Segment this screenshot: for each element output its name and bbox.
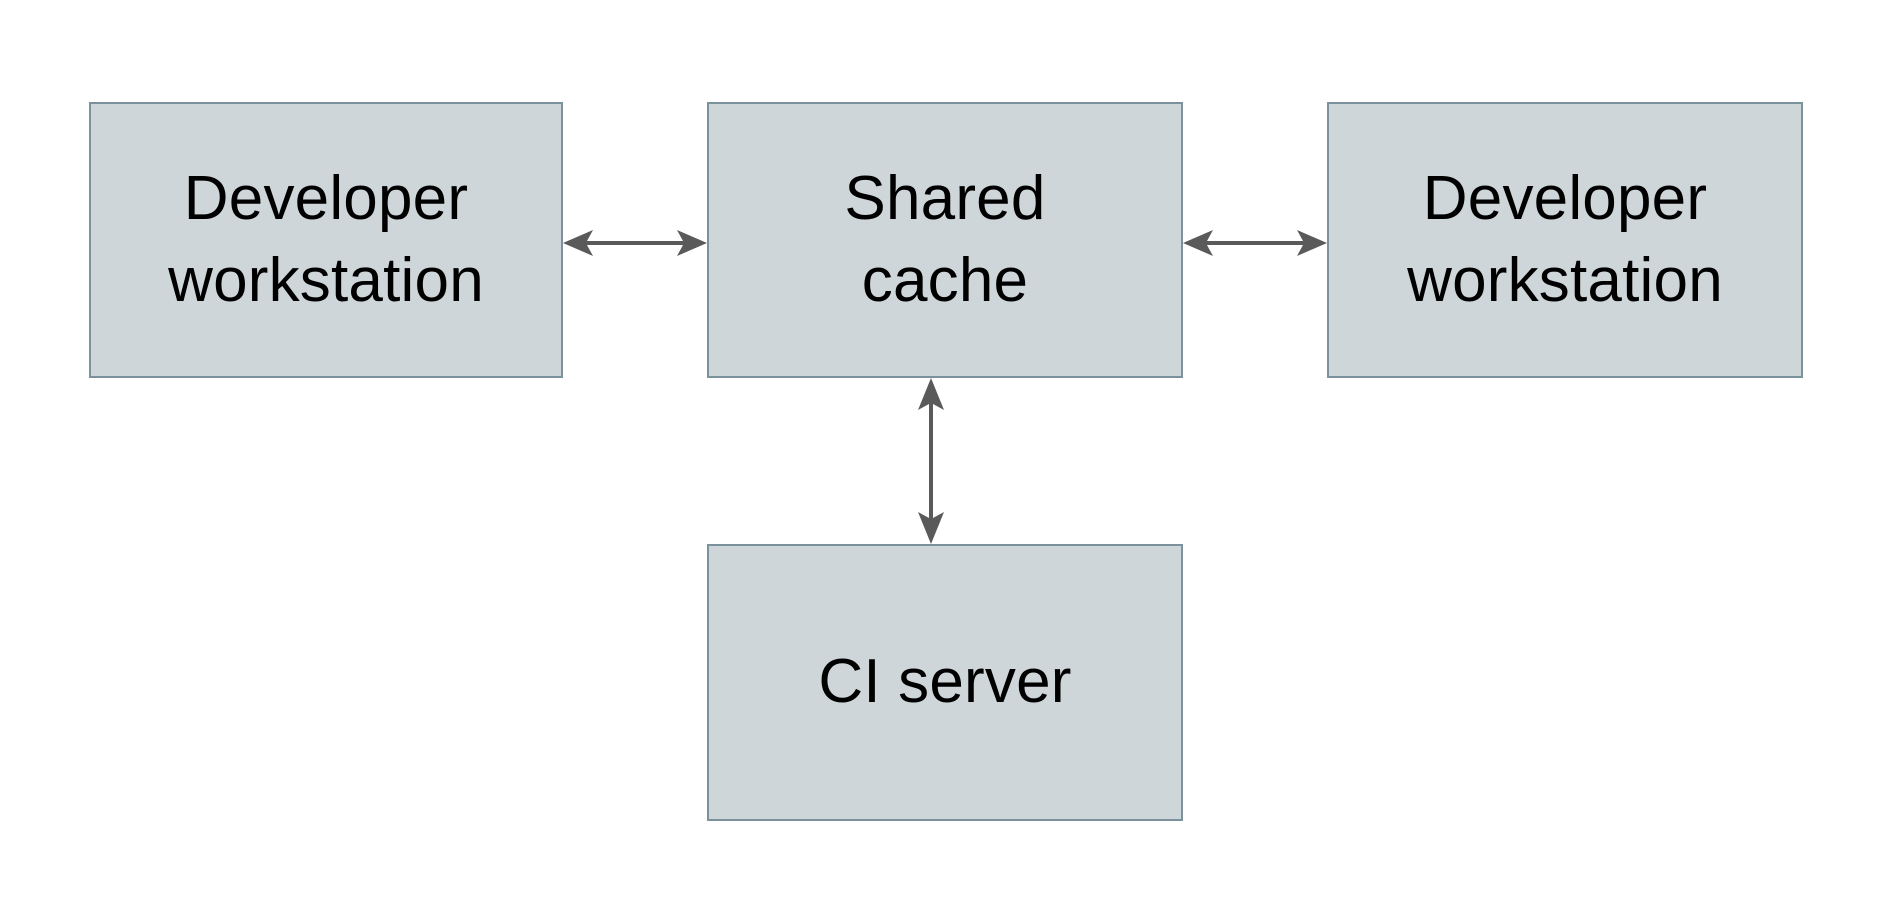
node-developer-workstation-right[interactable]: Developer workstation bbox=[1327, 102, 1803, 378]
node-ci-server[interactable]: CI server bbox=[707, 544, 1183, 821]
node-shared-cache[interactable]: Shared cache bbox=[707, 102, 1183, 378]
double-headed-arrow-horizontal-icon bbox=[1183, 230, 1327, 256]
node-label-developer-workstation-right: Developer workstation bbox=[1407, 163, 1723, 315]
double-headed-arrow-horizontal-icon bbox=[563, 230, 707, 256]
edge-left-workstation-to-cache bbox=[563, 228, 707, 258]
double-headed-arrow-vertical-icon bbox=[918, 378, 944, 544]
node-label-ci-server: CI server bbox=[818, 647, 1072, 717]
node-developer-workstation-left[interactable]: Developer workstation bbox=[89, 102, 563, 378]
node-label-shared-cache: Shared cache bbox=[844, 163, 1046, 315]
edge-cache-to-right-workstation bbox=[1183, 228, 1327, 258]
node-label-developer-workstation-left: Developer workstation bbox=[168, 163, 484, 315]
edge-cache-to-ci-server bbox=[916, 378, 946, 544]
